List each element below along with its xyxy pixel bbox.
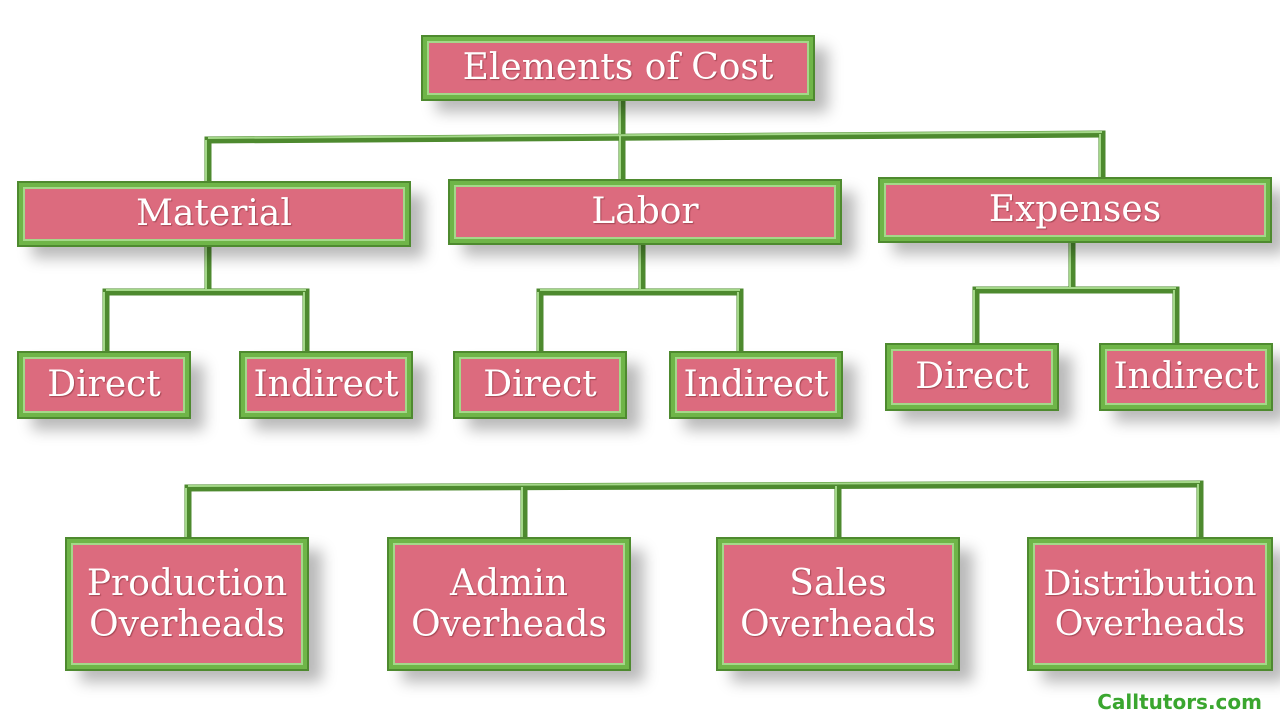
overhead-line2: Overheads: [411, 604, 607, 645]
child-label: Indirect: [683, 364, 829, 406]
overhead-line1: Production: [86, 562, 288, 604]
category-label: Labor: [591, 191, 699, 233]
overhead-line1: Sales: [789, 562, 887, 604]
labor-indirect-node: Indirect: [669, 351, 843, 419]
category-label: Expenses: [988, 189, 1162, 231]
overhead-line2: Overheads: [740, 604, 936, 645]
overhead-line2: Overheads: [1054, 604, 1246, 644]
overhead-line1: Distribution: [1043, 563, 1257, 604]
overhead-line1: Admin: [450, 562, 568, 604]
material-direct-node: Direct: [17, 351, 191, 419]
child-label: Indirect: [1113, 356, 1259, 398]
expenses-direct-node: Direct: [885, 343, 1059, 411]
watermark-text: Calltutors.com: [1097, 690, 1262, 714]
overhead-node-admin: Admin Overheads: [387, 537, 631, 671]
child-label: Direct: [915, 356, 1029, 398]
category-node-material: Material: [17, 181, 411, 247]
overhead-line2: Overheads: [89, 604, 285, 645]
category-label: Material: [136, 193, 292, 235]
overhead-node-production: Production Overheads: [65, 537, 309, 671]
child-label: Direct: [483, 364, 597, 406]
category-node-expenses: Expenses: [878, 177, 1272, 243]
connector-overheads-bar: [184, 480, 1204, 492]
root-node-elements-of-cost: Elements of Cost: [421, 35, 815, 101]
child-label: Indirect: [253, 364, 399, 406]
overhead-node-distribution: Distribution Overheads: [1027, 537, 1273, 671]
child-label: Direct: [47, 364, 161, 406]
root-node-label: Elements of Cost: [462, 47, 774, 89]
category-node-labor: Labor: [448, 179, 842, 245]
overhead-node-sales: Sales Overheads: [716, 537, 960, 671]
material-indirect-node: Indirect: [239, 351, 413, 419]
labor-direct-node: Direct: [453, 351, 627, 419]
expenses-indirect-node: Indirect: [1099, 343, 1273, 411]
connector-root-bar: [204, 130, 1106, 144]
